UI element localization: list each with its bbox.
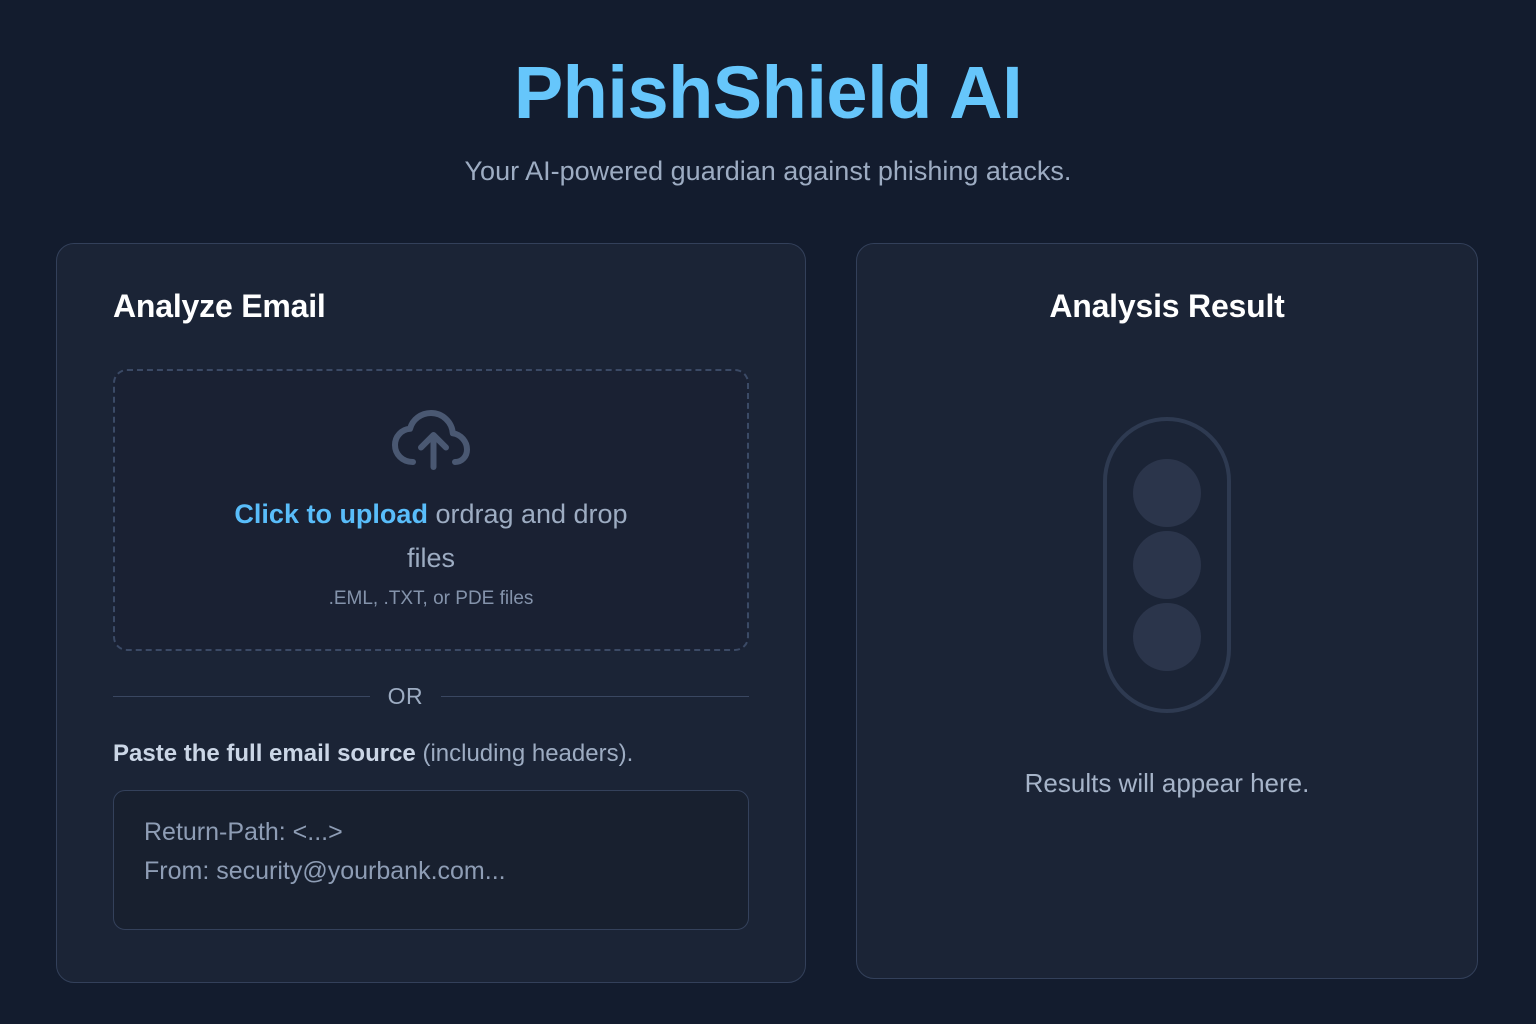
app-subtitle: Your AI-powered guardian against phishin…: [464, 156, 1072, 186]
analysis-result-panel: Analysis Result Results will appear here…: [856, 243, 1478, 979]
paste-source-label-strong: Paste the full email source: [113, 740, 416, 767]
traffic-light-icon: [1101, 415, 1233, 720]
dropzone-main-text: Click to upload ordrag and drop files: [221, 493, 641, 579]
cloud-upload-icon: [392, 410, 470, 475]
divider-label: OR: [387, 683, 424, 709]
dropzone-rest-text: ordrag and drop files: [406, 499, 628, 573]
analysis-result-placeholder: Results will appear here.: [1024, 767, 1310, 798]
or-divider: OR: [113, 683, 749, 710]
app-title: PhishShield AI: [513, 51, 1023, 134]
analysis-result-body: Results will appear here.: [1024, 325, 1310, 978]
divider-line-right: [441, 696, 749, 697]
divider-line-left: [113, 696, 370, 697]
panels-container: Analyze Email Click to upload ordrag and…: [56, 243, 1480, 983]
analysis-result-title: Analysis Result: [1049, 288, 1285, 324]
file-dropzone[interactable]: Click to upload ordrag and drop files .E…: [113, 369, 749, 651]
analyze-email-panel: Analyze Email Click to upload ordrag and…: [56, 243, 806, 983]
paste-source-label-light: (including headers).: [415, 740, 634, 767]
analyze-email-title: Analyze Email: [113, 288, 326, 324]
dropzone-file-types-hint: .EML, .TXT, or PDE files: [328, 587, 534, 609]
page-header: PhishShield AI Your AI-powered guardian …: [56, 0, 1480, 187]
email-source-textarea[interactable]: [113, 790, 749, 930]
click-to-upload-link[interactable]: Click to upload: [234, 499, 428, 530]
paste-source-label: Paste the full email source (including h…: [113, 740, 749, 768]
